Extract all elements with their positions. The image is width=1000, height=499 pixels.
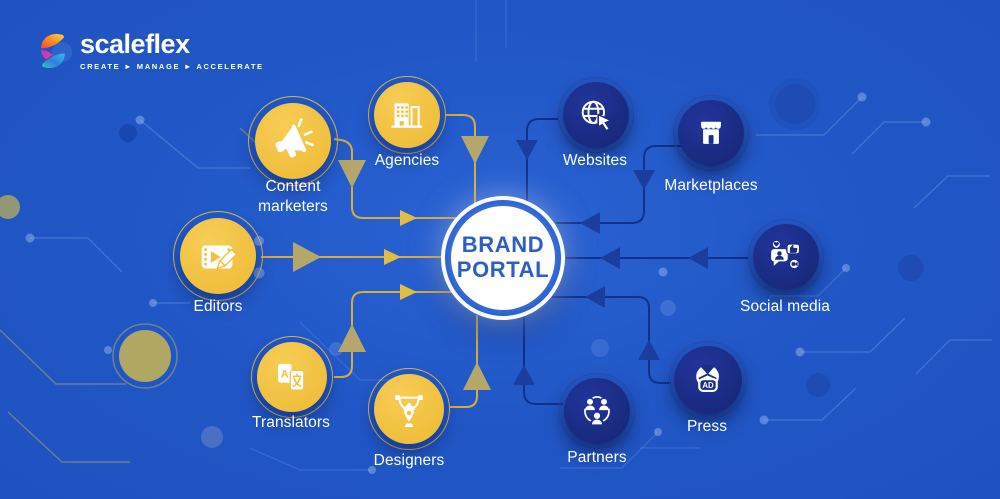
node-social-media bbox=[748, 219, 824, 295]
label-designers: Designers bbox=[373, 452, 445, 469]
social-engagement-icon bbox=[771, 239, 801, 270]
video-editing-icon bbox=[201, 245, 237, 270]
label-agencies: Agencies bbox=[374, 152, 440, 169]
scaleflex-logo-mark bbox=[41, 33, 65, 69]
label-press: Press bbox=[686, 418, 728, 435]
globe-cursor-icon bbox=[581, 100, 613, 133]
brand-portal-title-line2: PORTAL bbox=[456, 257, 550, 282]
node-agencies bbox=[368, 76, 446, 154]
pen-tool-icon bbox=[395, 395, 423, 427]
translation-icon: A bbox=[278, 363, 305, 391]
node-press: AD bbox=[669, 341, 747, 419]
office-building-icon bbox=[391, 103, 423, 128]
brand-portal-circle: BRAND PORTAL bbox=[441, 196, 565, 320]
left-arrows-small bbox=[384, 210, 417, 300]
megaphone-icon bbox=[275, 118, 314, 158]
scaleflex-logo: scaleflex CREATE ► MANAGE ► ACCELERATE bbox=[36, 30, 264, 72]
storefront-icon bbox=[701, 121, 721, 144]
label-partners: Partners bbox=[567, 449, 627, 466]
svg-text:A: A bbox=[281, 368, 289, 380]
node-editors bbox=[173, 211, 263, 301]
node-content-marketers bbox=[248, 96, 338, 186]
label-marketplaces: Marketplaces bbox=[664, 177, 758, 194]
node-partners bbox=[559, 373, 635, 449]
label-websites: Websites bbox=[562, 152, 628, 169]
svg-text:AD: AD bbox=[702, 381, 714, 390]
label-social-media: Social media bbox=[740, 298, 830, 315]
label-translators: Translators bbox=[251, 414, 331, 431]
logo-wordmark: scaleflex bbox=[80, 29, 190, 59]
ad-globe-icon: AD bbox=[696, 364, 719, 393]
node-translators: A bbox=[251, 336, 333, 418]
logo-tagline: CREATE ► MANAGE ► ACCELERATE bbox=[80, 62, 264, 71]
brand-portal-title-line1: BRAND bbox=[461, 232, 545, 258]
node-marketplaces bbox=[673, 95, 749, 171]
brand-portal-disc: BRAND PORTAL bbox=[451, 206, 555, 310]
node-websites bbox=[558, 77, 634, 153]
node-designers bbox=[368, 368, 450, 450]
label-content-marketers: Content marketers bbox=[258, 178, 328, 216]
label-editors: Editors bbox=[193, 298, 243, 315]
people-network-icon bbox=[584, 396, 610, 425]
